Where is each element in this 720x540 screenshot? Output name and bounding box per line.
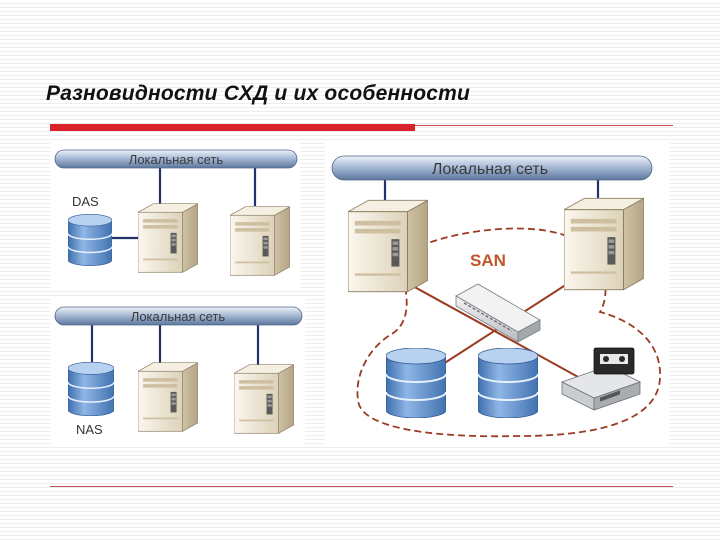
- title-rule-thin: [415, 125, 673, 126]
- lan-label-das: Локальная сеть: [129, 152, 224, 167]
- lan-label-nas: Локальная сеть: [131, 309, 226, 324]
- disk-storage-icon: [478, 348, 538, 418]
- server-icon: [234, 364, 294, 434]
- tape-drive-icon: [560, 347, 642, 411]
- disk-storage-icon: [68, 214, 112, 266]
- lan-bus-san: Локальная сеть: [331, 155, 653, 181]
- server-icon: [348, 199, 428, 293]
- lan-bus-nas: Локальная сеть: [54, 306, 303, 326]
- nas-label: NAS: [76, 422, 103, 437]
- das-panel: Локальная сеть DAS: [50, 142, 300, 288]
- san-label: SAN: [470, 251, 506, 270]
- bottom-rule: [50, 486, 673, 487]
- server-icon: [564, 197, 644, 291]
- slide-title: Разновидности СХД и их особенности: [46, 82, 471, 105]
- server-icon: [138, 203, 198, 273]
- san-panel: Локальная сеть SAN: [325, 142, 670, 446]
- lan-label-san: Локальная сеть: [432, 161, 548, 178]
- server-icon: [230, 206, 290, 276]
- title-rule-red: [50, 124, 415, 131]
- network-switch-icon: [455, 283, 541, 343]
- lan-bus-das: Локальная сеть: [54, 149, 298, 169]
- disk-storage-icon: [68, 362, 114, 416]
- das-label: DAS: [72, 194, 99, 209]
- server-icon: [138, 362, 198, 432]
- disk-storage-icon: [386, 348, 446, 418]
- nas-panel: Локальная сеть NAS: [50, 298, 305, 446]
